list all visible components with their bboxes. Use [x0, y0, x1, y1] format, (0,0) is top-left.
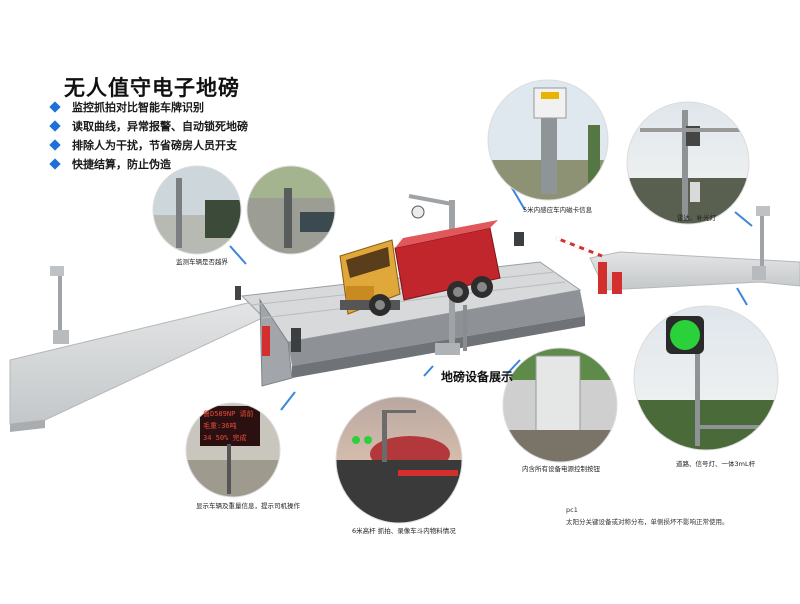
feature-list: 监控抓拍对比智能车牌识别 读取曲线，异常报警、自动锁死地磅 排除人为干扰，节省磅… [48, 98, 248, 174]
diamond-bullet-icon [49, 158, 61, 170]
caption-cabinet: 内含所有设备电源控制按钮 [522, 465, 600, 473]
left-signal-post [50, 266, 69, 344]
diamond-bullet-icon [49, 120, 61, 132]
photo-vehicle-detect [152, 165, 242, 255]
footnote-code: pc1 [566, 506, 578, 514]
dump-truck [339, 220, 501, 316]
caption-card-reader: 5米内感应车内磁卡信息 [523, 206, 593, 214]
diamond-bullet-icon [49, 101, 61, 113]
feature-item: 快捷结算，防止伪造 [48, 155, 248, 174]
section-label: 地磅设备展示 [441, 370, 514, 384]
feature-item: 排除人为干扰，节省磅房人员开支 [48, 136, 248, 155]
photo-platform-edge [246, 165, 336, 255]
photo-control-cabinet [502, 347, 618, 463]
led-line: 毛重:36吨 [203, 422, 237, 430]
photo-card-reader [487, 79, 609, 201]
led-line: 鲁D589NP 请前 [203, 410, 254, 418]
caption-vehicle-detect: 监测车辆是否越界 [176, 258, 228, 266]
barrier-gates [235, 232, 622, 356]
photo-radar [626, 101, 750, 225]
caption-radar: 雷达、补光灯 [677, 214, 716, 222]
photo-signal-light [633, 305, 779, 451]
right-signal-post [752, 206, 770, 280]
caption-led-display: 显示车辆及重量信息，提示司机操作 [196, 502, 300, 510]
weighbridge-platform [9, 251, 800, 432]
caption-camera: 6米高杆 抓拍、录像车斗内物料情况 [352, 527, 456, 535]
footnote: 太阳分关键设备或对称分布，单侧损坏不影响正常使用。 [566, 518, 729, 526]
photo-camera-gate [335, 396, 463, 524]
caption-signal: 道路、信号灯、一体3mL杆 [676, 460, 756, 468]
feature-item: 监控抓拍对比智能车牌识别 [48, 98, 248, 117]
page-title: 无人值守电子地磅 [64, 76, 240, 100]
diamond-bullet-icon [49, 139, 61, 151]
led-line: 34 50% 完成 [203, 434, 247, 442]
feature-item: 读取曲线，异常报警、自动锁死地磅 [48, 117, 248, 136]
led-screen: 鲁D589NP 请前 毛重:36吨 34 50% 完成 [203, 408, 257, 444]
